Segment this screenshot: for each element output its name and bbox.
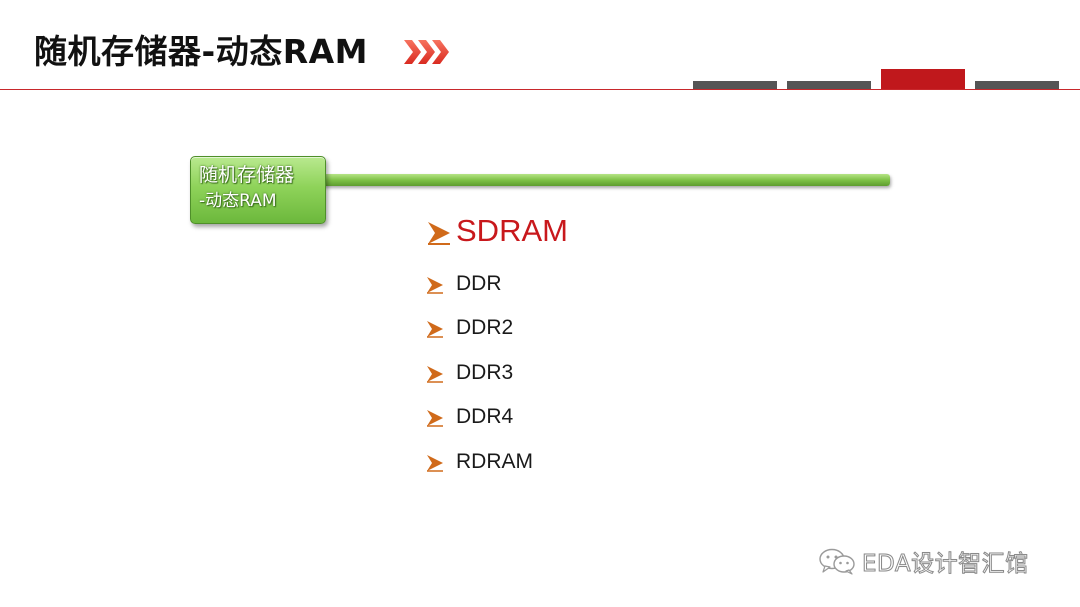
topic-node-line-2: -动态RAM [199,191,277,211]
slide-title: 随机存储器-动态RAM [34,32,368,71]
topic-node: 随机存储器 -动态RAM [190,156,326,224]
watermark: EDA设计智汇馆 [818,545,1029,578]
header-tab-2 [787,81,871,89]
arrow-bullet-icon [427,366,443,383]
wechat-icon [819,548,855,575]
header-tab-4 [975,81,1059,89]
header-tab-1 [693,81,777,89]
bullet-label: DDR2 [456,316,514,339]
watermark-text: EDA设计智汇馆 [862,551,1029,578]
bullet-label: RDRAM [456,450,533,473]
header-tab-3-active [881,69,965,89]
bullet-label: DDR4 [456,405,514,428]
bullet-label: DDR [456,272,502,295]
topic-node-line-1: 随机存储器 [199,164,295,186]
arrow-bullet-icon [427,277,443,294]
arrow-bullet-icon [427,410,443,427]
header-divider [0,89,1080,90]
arrow-bullet-icon [427,321,443,338]
node-connector-line [322,174,890,186]
bullet-label-primary: SDRAM [456,213,568,248]
triple-chevron-icon [404,40,449,64]
arrow-bullet-icon [427,455,443,472]
bullet-label: DDR3 [456,361,514,384]
arrow-bullet-icon [428,222,450,245]
